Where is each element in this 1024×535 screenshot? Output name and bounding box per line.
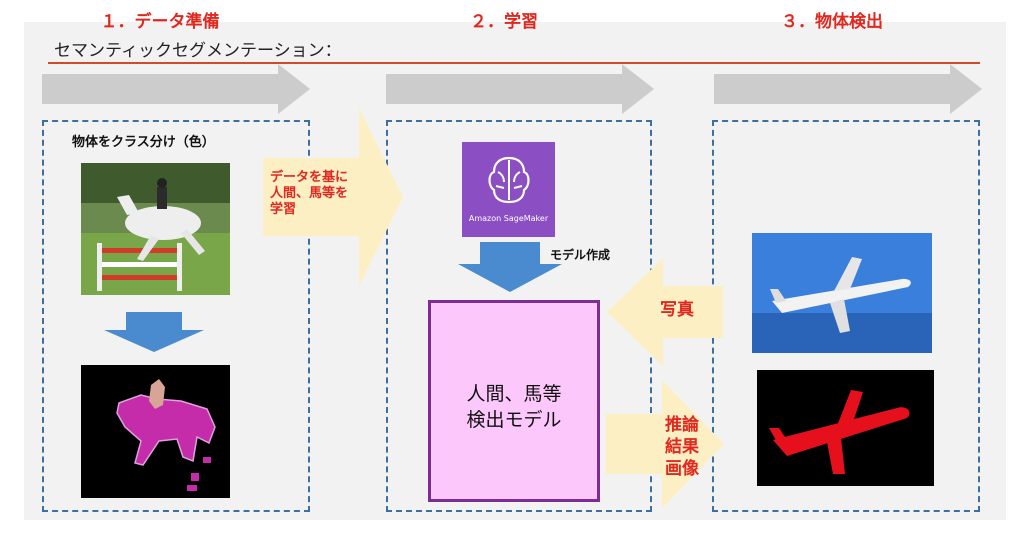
result-label-1: 推論: [665, 415, 699, 435]
learn-flow-arrow: [263, 108, 403, 286]
horse-segmentation: [81, 365, 230, 498]
airplane-photo: [752, 233, 932, 353]
result-label-3: 画像: [665, 459, 699, 479]
result-label-2: 結果: [665, 437, 699, 457]
step-arrow-2: [386, 64, 654, 114]
photo-flow-arrow: [607, 258, 723, 366]
result-flow-arrow: [606, 380, 724, 508]
step-arrow-1: [42, 64, 310, 114]
title-underline: [48, 62, 980, 64]
sagemaker-logo: Amazon SageMaker: [462, 142, 555, 237]
learn-flow-text-2: 人間、馬等を: [270, 186, 349, 201]
step-label-2: ２．学習: [470, 12, 538, 32]
class-caption: 物体をクラス分け（色）: [72, 135, 215, 150]
step-arrow-3: [714, 64, 982, 114]
down-arrow-left: [104, 312, 204, 352]
photo-label: 写真: [660, 300, 694, 320]
detection-model-box: 人間、馬等 検出モデル: [428, 300, 600, 502]
data-prep-box: [42, 120, 310, 512]
model-text-block: 人間、馬等 検出モデル: [431, 381, 597, 433]
model-line-2: 検出モデル: [466, 409, 562, 431]
step-label-3: ３．物体検出: [781, 12, 883, 32]
brain-icon: [488, 156, 530, 204]
step-label-1: １．データ準備: [100, 12, 220, 32]
model-create-label: モデル作成: [550, 248, 611, 262]
model-line-1: 人間、馬等: [466, 383, 562, 405]
diagram-title: セマンティックセグメンテーション：: [54, 41, 342, 61]
learn-flow-text-1: データを基に: [270, 170, 349, 185]
horse-photo: [81, 163, 230, 295]
down-arrow-middle: [458, 242, 562, 292]
learn-flow-text-3: 学習: [270, 202, 297, 217]
airplane-segmentation: [757, 370, 934, 486]
sagemaker-label: Amazon SageMaker: [468, 214, 549, 223]
